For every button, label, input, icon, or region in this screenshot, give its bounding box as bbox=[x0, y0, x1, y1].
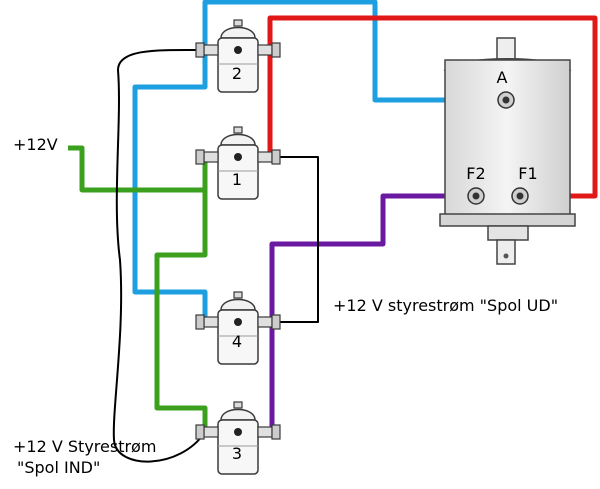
solenoid-cap bbox=[220, 298, 256, 311]
solenoid-4 bbox=[195, 291, 281, 365]
solenoid-stud bbox=[233, 291, 243, 299]
solenoid-1 bbox=[195, 126, 281, 200]
motor-terminal-f1-label: F1 bbox=[518, 164, 538, 183]
motor-bottom-mount bbox=[487, 225, 529, 241]
solenoid-cap bbox=[220, 408, 256, 421]
solenoid-terminal bbox=[257, 151, 273, 163]
solenoids bbox=[195, 19, 281, 475]
solenoid-stud bbox=[233, 19, 243, 27]
solenoid-terminal bbox=[203, 426, 219, 438]
motor-terminal-f1 bbox=[511, 187, 529, 205]
solenoid-body bbox=[217, 309, 259, 365]
solenoid-nut bbox=[271, 424, 281, 440]
solenoid-terminal bbox=[257, 44, 273, 56]
green-wire-12v-input bbox=[68, 145, 208, 193]
solenoid-body bbox=[217, 419, 259, 475]
motor-terminal-a-label: A bbox=[496, 68, 508, 87]
solenoid-3 bbox=[195, 401, 281, 475]
label-spol-ud: +12 V styrestrøm "Spol UD" bbox=[333, 296, 559, 315]
motor-terminal-f2-label: F2 bbox=[466, 164, 486, 183]
motor-terminal-a bbox=[497, 91, 515, 109]
solenoid-4-number: 4 bbox=[231, 332, 243, 351]
purple-wires bbox=[269, 193, 475, 432]
motor-shaft-bottom-hole bbox=[503, 253, 509, 259]
green-wire-bus bbox=[154, 190, 208, 432]
solenoid-nut bbox=[195, 314, 205, 330]
label-spol-ind-line1: +12 V Styrestrøm bbox=[13, 437, 157, 456]
solenoid-2 bbox=[195, 19, 281, 93]
solenoid-terminal bbox=[203, 316, 219, 328]
solenoid-terminal bbox=[257, 316, 273, 328]
solenoid-1-number: 1 bbox=[231, 170, 243, 189]
solenoid-stud bbox=[233, 126, 243, 134]
solenoid-cap bbox=[220, 133, 256, 146]
solenoid-terminal bbox=[257, 426, 273, 438]
solenoid-nut bbox=[271, 42, 281, 58]
label-spol-ind-line2: "Spol IND" bbox=[17, 458, 101, 477]
solenoid-contact bbox=[234, 46, 242, 54]
motor-bottom-flange bbox=[439, 213, 576, 227]
solenoid-nut bbox=[195, 424, 205, 440]
solenoid-body bbox=[217, 144, 259, 200]
green-wires bbox=[68, 145, 208, 432]
solenoid-terminal bbox=[203, 44, 219, 56]
solenoid-nut bbox=[195, 149, 205, 165]
solenoid-terminal bbox=[203, 151, 219, 163]
black-wire-1-to-4 bbox=[272, 156, 319, 323]
solenoid-stud bbox=[233, 401, 243, 409]
black-wires bbox=[112, 48, 319, 463]
solenoid-cap bbox=[220, 26, 256, 39]
motor-terminal-f2 bbox=[467, 187, 485, 205]
motor-shaft-bottom bbox=[496, 239, 516, 265]
motor-shaft-top bbox=[496, 37, 516, 61]
solenoid-3-number: 3 bbox=[231, 444, 243, 463]
solenoid-nut bbox=[271, 149, 281, 165]
motor-body bbox=[444, 59, 571, 219]
solenoid-2-number: 2 bbox=[231, 64, 243, 83]
label-plus-12v: +12V bbox=[13, 135, 58, 154]
black-wire-long-loop bbox=[112, 48, 206, 463]
solenoid-contact bbox=[234, 428, 242, 436]
solenoid-nut bbox=[271, 314, 281, 330]
blue-wire-top-to-motor-a bbox=[202, 0, 500, 103]
purple-wire-f2-to-solenoid-3 bbox=[269, 193, 475, 432]
solenoid-nut bbox=[195, 42, 205, 58]
solenoid-body bbox=[217, 37, 259, 93]
solenoid-contact bbox=[234, 153, 242, 161]
solenoid-contact bbox=[234, 318, 242, 326]
motor bbox=[439, 37, 576, 265]
blue-wire-left-bus bbox=[132, 50, 208, 322]
